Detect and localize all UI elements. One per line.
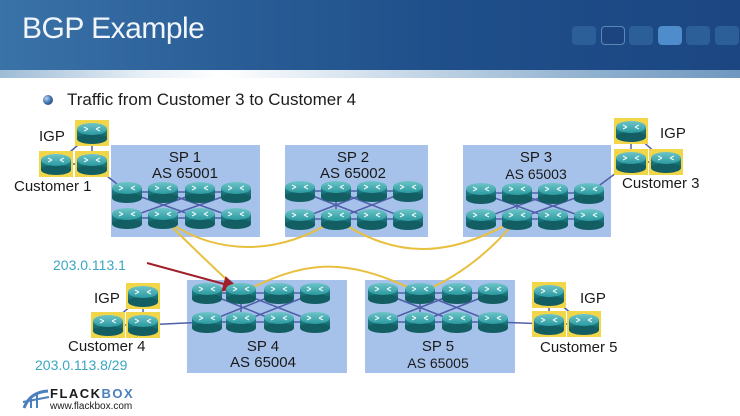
logo-brand-main: FLACK <box>50 386 102 401</box>
ebgp-link-sp1-sp2 <box>162 217 337 248</box>
c1-router-icon <box>39 151 73 177</box>
c3-router-icon <box>614 149 648 175</box>
sp1-router-icon <box>112 208 142 229</box>
customer4-igp-label: IGP <box>94 290 120 307</box>
sp1-router-icon <box>148 208 178 229</box>
logo-url: www.flackbox.com <box>50 401 133 412</box>
sp5-as: AS 65005 <box>407 355 469 371</box>
annotation-arrow <box>146 262 239 292</box>
sp4-as: AS 65004 <box>230 354 296 371</box>
sp1-router-icon <box>221 182 251 203</box>
c5-router-icon <box>532 282 566 308</box>
sp5-router-icon <box>442 283 472 304</box>
slide-nav-tile <box>657 26 682 45</box>
sp3-router-icon <box>502 209 532 230</box>
customer1-name: Customer 1 <box>14 178 92 195</box>
sp2-name: SP 2 <box>336 149 370 166</box>
sp5-router-icon <box>478 283 508 304</box>
slide-title: BGP Example <box>22 12 205 45</box>
slide-nav-tile <box>686 26 710 45</box>
slide-nav-tile <box>714 26 739 45</box>
customer1-igp-label: IGP <box>39 128 65 145</box>
sp5-name: SP 5 <box>421 338 455 355</box>
slide-nav-tile <box>629 26 653 45</box>
sp2-router-icon <box>285 181 315 202</box>
sp4-router-icon <box>264 312 294 333</box>
sp3-router-icon <box>538 209 568 230</box>
sp4-name: SP 4 <box>246 338 280 355</box>
sp4-router-icon <box>226 312 256 333</box>
sp1-name: SP 1 <box>168 149 202 166</box>
sp2-router-icon <box>321 181 351 202</box>
sp2-router-icon <box>357 181 387 202</box>
bullet-text: Traffic from Customer 3 to Customer 4 <box>67 90 357 109</box>
flackbox-logo: FLACKBOX www.flackbox.com <box>22 386 182 416</box>
c4-router-icon <box>126 312 160 338</box>
ebgp-link-sp4-sp5 <box>240 265 421 294</box>
sp4-router-icon <box>300 312 330 333</box>
bullet-icon <box>43 95 53 105</box>
logo-brand-accent: BOX <box>101 386 135 401</box>
c4-router-icon <box>91 312 125 338</box>
customer3-igp-label: IGP <box>660 125 686 142</box>
customer3-name: Customer 3 <box>622 175 700 192</box>
customer5-igp-label: IGP <box>580 290 606 307</box>
c1-router-icon <box>75 151 109 177</box>
sp3-router-icon <box>574 183 604 204</box>
sp3-as: AS 65003 <box>505 166 567 182</box>
sp3-router-icon <box>538 183 568 204</box>
sp1-router-icon <box>185 182 215 203</box>
c5-router-icon <box>567 311 601 337</box>
sp3-router-icon <box>466 183 496 204</box>
sp3-router-icon <box>574 209 604 230</box>
sp2-as: AS 65002 <box>320 165 386 182</box>
sp2-router-icon <box>357 209 387 230</box>
bridge-logo-icon <box>22 389 50 409</box>
customer4-name: Customer 4 <box>68 338 146 355</box>
sp5-router-icon <box>405 312 435 333</box>
ip-annotation-label: 203.0.113.1 <box>53 257 126 273</box>
ebgp-link-sp3-sp5 <box>419 218 518 294</box>
ebgp-link-sp1-sp4 <box>162 217 242 294</box>
sp5-router-icon <box>368 283 398 304</box>
c5-router-icon <box>532 311 566 337</box>
c3-router-icon <box>614 118 648 144</box>
sp4-router-icon <box>264 283 294 304</box>
sp3-name: SP 3 <box>519 149 553 166</box>
ebgp-link-sp2-sp3 <box>335 218 518 250</box>
sp2-router-icon <box>393 181 423 202</box>
sp4-router-icon <box>300 283 330 304</box>
sp5-router-icon <box>405 283 435 304</box>
c1-router-icon <box>75 120 109 146</box>
sp4-router-icon <box>226 283 256 304</box>
sp3-router-icon <box>466 209 496 230</box>
customer4-prefix: 203.0.113.8/29 <box>35 357 128 373</box>
sp2-router-icon <box>321 209 351 230</box>
c4-router-icon <box>126 283 160 309</box>
sp1-router-icon <box>148 182 178 203</box>
sp2-router-icon <box>285 209 315 230</box>
sp1-router-icon <box>185 208 215 229</box>
sp3-router-icon <box>502 183 532 204</box>
sp4-router-icon <box>192 312 222 333</box>
sp5-router-icon <box>368 312 398 333</box>
header-shine <box>0 70 740 78</box>
logo-brand: FLACKBOX <box>50 386 134 401</box>
sp1-router-icon <box>112 182 142 203</box>
customer5-name: Customer 5 <box>540 339 618 356</box>
slide-nav-tile <box>600 26 625 45</box>
sp1-as: AS 65001 <box>152 165 218 182</box>
sp2-router-icon <box>393 209 423 230</box>
sp4-router-icon <box>192 283 222 304</box>
sp1-router-icon <box>221 208 251 229</box>
slide-nav-tile <box>572 26 596 45</box>
c3-router-icon <box>649 149 683 175</box>
sp5-router-icon <box>442 312 472 333</box>
sp5-router-icon <box>478 312 508 333</box>
